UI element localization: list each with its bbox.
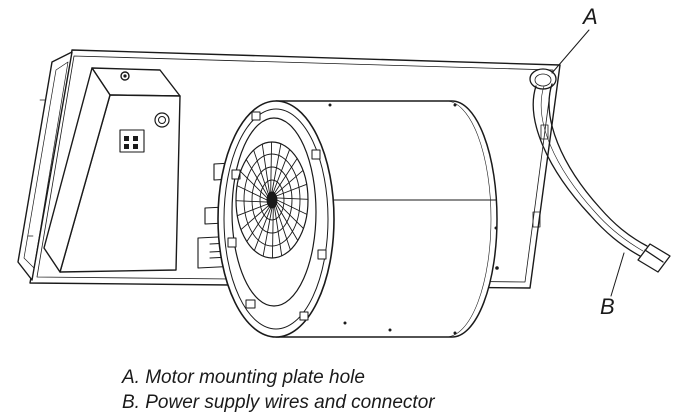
grille-spoke (245, 159, 269, 197)
grille-spoke (271, 143, 282, 193)
grille-spoke (274, 158, 298, 194)
grille-spoke (253, 149, 269, 195)
grille-spoke (240, 171, 268, 199)
grille-spoke (275, 205, 291, 251)
grille-spoke (240, 205, 269, 231)
callout-label-b: B (600, 294, 615, 319)
grille-spoke (275, 203, 299, 241)
grille-spoke (275, 169, 304, 195)
grille-spoke (276, 201, 304, 229)
leader-line-b (610, 252, 625, 297)
grille-spoke (262, 207, 273, 257)
leader-line-a (551, 29, 590, 74)
grille-spoke (275, 183, 308, 197)
grille-spoke (274, 206, 283, 257)
grille-spoke (270, 141, 273, 193)
grille-spoke (276, 199, 308, 215)
grille-spoke (236, 203, 269, 217)
grille-spoke (253, 207, 272, 252)
motor-mounting-plate-hole (529, 68, 557, 90)
grille-spoke (236, 185, 268, 201)
grille-spoke (246, 206, 270, 242)
grille-spoke (235, 200, 268, 203)
fan-grille (235, 141, 309, 259)
grille-spoke (271, 207, 274, 259)
power-supply-wires (532, 83, 648, 257)
power-connector (637, 243, 671, 273)
junction-box (43, 67, 181, 273)
legend-item-b: B. Power supply wires and connector (122, 392, 435, 413)
legend-item-a: A. Motor mounting plate hole (122, 367, 365, 388)
grille-spoke (276, 197, 309, 200)
grille-spoke (272, 148, 291, 193)
blower-housing (217, 100, 498, 338)
callout-leaders (551, 29, 625, 297)
callout-label-a: A (583, 4, 598, 29)
figure-legend: A. Motor mounting plate hole B. Power su… (122, 365, 435, 415)
grille-spoke (261, 143, 270, 194)
